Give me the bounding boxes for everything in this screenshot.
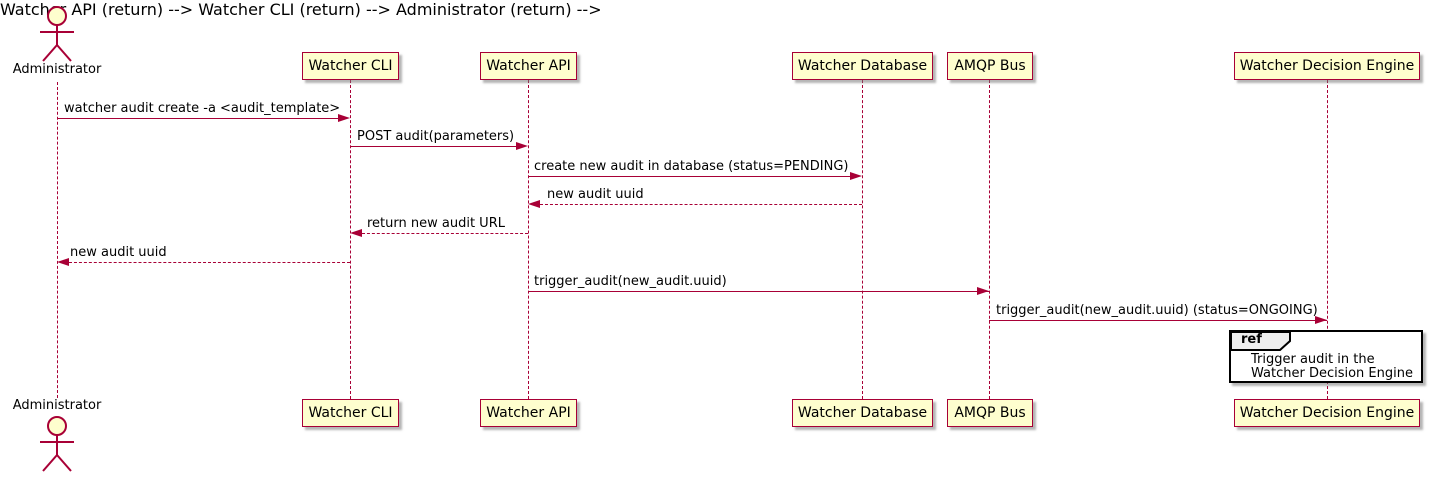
message-line (350, 146, 518, 147)
message-line-dashed (362, 233, 528, 234)
participant-watcher-api-top: Watcher API (480, 52, 577, 80)
ref-text-line2: Watcher Decision Engine (1251, 366, 1413, 381)
participant-watcher-decision-engine-bottom: Watcher Decision Engine (1234, 399, 1420, 427)
lifeline-watcher-cli (350, 80, 351, 399)
message-line-dashed (540, 204, 862, 205)
stick-figure-icon (40, 416, 74, 472)
message-line-dashed (69, 262, 350, 263)
message-label-post-audit: POST audit(parameters) (357, 129, 515, 144)
arrowhead-left-icon (350, 228, 362, 237)
ref-text-line1: Trigger audit in the (1251, 352, 1375, 367)
message-line (528, 176, 852, 177)
lifeline-watcher-database (862, 80, 863, 399)
lifeline-watcher-api (528, 80, 529, 399)
arrowhead-right-icon (977, 286, 989, 295)
message-label-return-audit-url: return new audit URL (367, 216, 505, 231)
participant-watcher-database-top: Watcher Database (792, 52, 933, 80)
actor-figure-bottom (36, 414, 78, 476)
message-label-create-audit-db: create new audit in database (status=PEN… (534, 159, 849, 174)
participant-watcher-cli-top: Watcher CLI (302, 52, 399, 80)
message-line (57, 118, 340, 119)
arrowhead-right-icon (516, 141, 528, 150)
lifeline-administrator (57, 82, 58, 398)
participant-watcher-api-bottom: Watcher API (480, 399, 577, 427)
ref-tab-pentagon-icon (1230, 331, 1291, 351)
participant-watcher-cli-bottom: Watcher CLI (302, 399, 399, 427)
message-label-new-audit-uuid: new audit uuid (547, 187, 644, 202)
actor-figure-top (36, 4, 78, 66)
arrowhead-left-icon (57, 257, 69, 266)
stick-figure-icon (40, 6, 74, 62)
message-label-audit-create: watcher audit create -a <audit_template> (64, 101, 341, 116)
participant-watcher-database-bottom: Watcher Database (792, 399, 933, 427)
ref-fragment: ref Trigger audit in the Watcher Decisio… (1229, 330, 1423, 383)
arrowhead-left-icon (528, 199, 540, 208)
message-line (989, 320, 1327, 321)
actor-label-top: Administrator (12, 62, 102, 77)
arrowhead-right-icon (1315, 315, 1327, 324)
ref-tab: ref (1230, 331, 1292, 356)
lifeline-amqp-bus (989, 80, 990, 399)
ref-keyword: ref (1241, 332, 1262, 347)
arrowhead-right-icon (850, 171, 862, 180)
participant-watcher-decision-engine-top: Watcher Decision Engine (1234, 52, 1420, 80)
message-label-trigger-audit: trigger_audit(new_audit.uuid) (534, 274, 727, 289)
message-line (528, 291, 989, 292)
arrowhead-right-icon (338, 113, 350, 122)
participant-amqp-bus-bottom: AMQP Bus (947, 399, 1033, 427)
message-label-new-audit-uuid-admin: new audit uuid (70, 245, 167, 260)
lifeline-watcher-decision-engine (1327, 80, 1328, 399)
actor-label-bottom: Administrator (12, 398, 102, 413)
ref-text: Trigger audit in the Watcher Decision En… (1251, 353, 1413, 381)
participant-amqp-bus-top: AMQP Bus (947, 52, 1033, 80)
message-label-trigger-audit-ongoing: trigger_audit(new_audit.uuid) (status=ON… (996, 303, 1318, 318)
